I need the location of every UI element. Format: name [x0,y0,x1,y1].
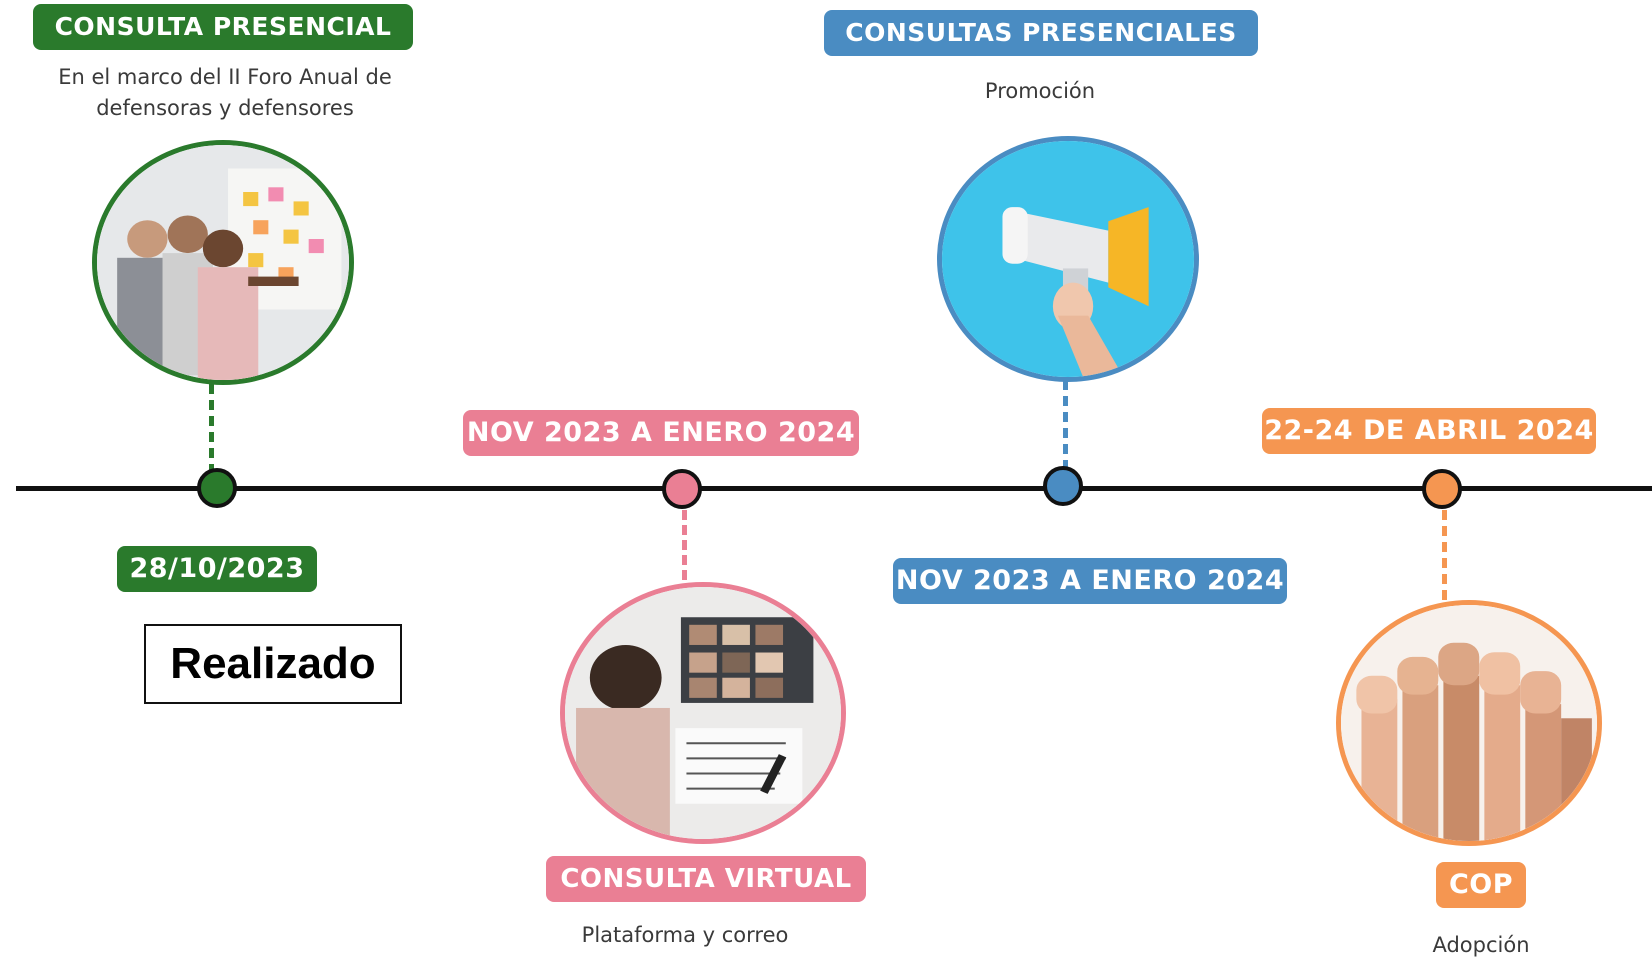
timeline-node-pink[interactable] [662,469,702,509]
connector-orange [1442,510,1447,600]
event-date-blue: NOV 2023 A ENERO 2024 [893,558,1287,604]
event-date-orange: 22-24 DE ABRIL 2024 [1262,408,1596,454]
event-caption-consulta-virtual: Plataforma y correo [581,923,789,947]
event-caption-consulta-presencial: En el marco del II Foro Anual de defenso… [58,65,392,120]
timeline-node-blue[interactable] [1043,466,1083,506]
timeline-node-green[interactable] [197,468,237,508]
timeline-line [16,486,1652,491]
event-date-pink: NOV 2023 A ENERO 2024 [463,410,859,456]
connector-pink [682,510,687,580]
event-date-green: 28/10/2023 [117,546,317,592]
thumbs-up-photo-icon [1336,600,1602,846]
connector-blue [1063,380,1068,470]
video-call-photo-icon [560,582,846,844]
event-caption-consultas-presenciales: Promoción [984,79,1096,103]
event-title-consulta-presencial: CONSULTA PRESENCIAL [33,4,413,50]
timeline-node-orange[interactable] [1422,469,1462,509]
connector-green [209,384,214,474]
megaphone-photo-icon [937,136,1199,382]
event-title-consulta-virtual: CONSULTA VIRTUAL [546,856,866,902]
event-title-consultas-presenciales: CONSULTAS PRESENCIALES [824,10,1258,56]
workshop-photo-icon [92,140,354,385]
event-caption-cop: Adopción [1432,933,1530,957]
event-title-cop: COP [1436,862,1526,908]
status-box: Realizado [144,624,402,704]
